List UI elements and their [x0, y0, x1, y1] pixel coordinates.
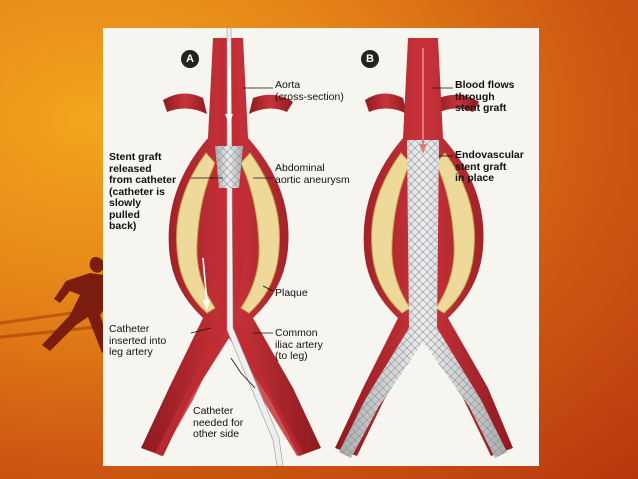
- leader-lines: [190, 87, 453, 389]
- label-catheter-other-side: Catheter needed for other side: [193, 405, 244, 440]
- panel-b-badge: B: [361, 50, 379, 68]
- diagram-panel: A B Aorta (cross-section) Stent graft re…: [103, 28, 539, 466]
- label-aneurysm: Abdominal aortic aneurysm: [275, 162, 350, 186]
- label-blood-flows: Blood flows through stent graft: [455, 79, 515, 114]
- artery-a: [141, 28, 321, 466]
- label-plaque: Plaque: [275, 287, 308, 299]
- label-endovascular-stent: Endovascular stent graft in place: [455, 149, 524, 184]
- label-aorta: Aorta (cross-section): [275, 79, 344, 103]
- label-iliac-artery: Common iliac artery (to leg): [275, 327, 323, 362]
- runner-silhouette-icon: [42, 257, 112, 353]
- artery-b: [335, 38, 513, 458]
- label-stent-released: Stent graft released from catheter (cath…: [109, 151, 177, 232]
- label-catheter-inserted: Catheter inserted into leg artery: [109, 323, 167, 358]
- panel-a-badge: A: [181, 50, 199, 68]
- aneurysm-illustration: [141, 28, 513, 466]
